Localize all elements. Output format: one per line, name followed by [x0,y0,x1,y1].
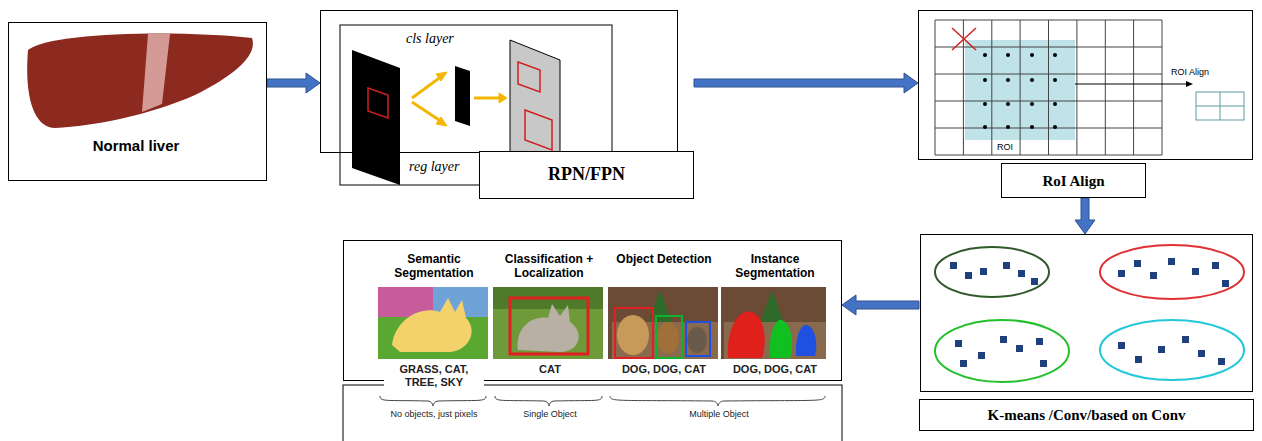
column-title: Object Detection [607,252,721,266]
roi-align-panel: ROI AlignROIRoI Align [918,10,1253,160]
liver-illustration [27,34,253,128]
liver-panel: Normal liver [8,22,267,181]
figure-label: ROI [997,142,1013,153]
flow-arrow [842,295,919,315]
stage-title: K-means /Conv/based on Conv [919,399,1254,431]
layer-label: reg layer [409,159,459,176]
bracket-note: No objects, just pixels [377,409,491,420]
clustering-panel: K-means /Conv/based on Conv [920,234,1253,392]
column-title: Instance Segmentation [719,252,831,281]
class-label: DOG, DOG, CAT [614,363,714,376]
class-label: GRASS, CAT, TREE, SKY [384,363,484,389]
column-title: Semantic Segmentation [377,252,491,281]
bracket-note: Multiple Object [661,409,777,420]
stage-title: RoI Align [1001,163,1146,198]
rpn-panel: cls layerreg layerRPN/FPN [320,10,678,153]
cluster-illustration [935,245,1244,382]
flow-arrow [267,73,320,93]
segmentation-panel: Semantic SegmentationClassification + Lo… [343,240,842,381]
roi-grid [935,20,1244,155]
flow-arrow [694,73,918,93]
stage-title: RPN/FPN [479,151,694,199]
class-label: DOG, DOG, CAT [725,363,825,376]
bracket-note: Single Object [501,409,599,420]
column-title: Classification + Localization [492,252,606,281]
layer-label: cls layer [406,31,454,48]
flow-arrow [1075,198,1095,234]
organ-label: Normal liver [61,137,211,155]
figure-label: ROI Align [1171,67,1209,78]
segmentation-illustration [343,287,842,441]
class-label: CAT [525,363,575,376]
